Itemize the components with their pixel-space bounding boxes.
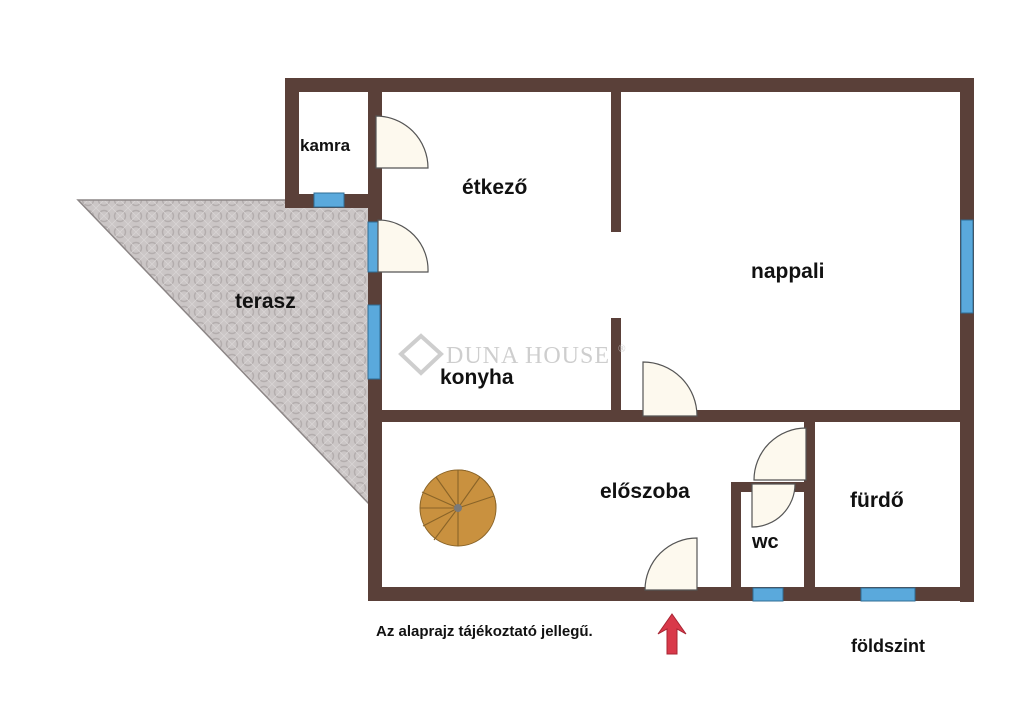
window-kamra — [313, 192, 345, 208]
room-label-etkezo: étkező — [462, 176, 527, 199]
door-entrance — [644, 537, 698, 591]
door-bathroom — [753, 427, 807, 481]
floor-label: földszint — [851, 636, 925, 656]
room-label-terasz: terasz — [235, 290, 296, 313]
door-wc — [751, 483, 796, 528]
room-label-kamra: kamra — [300, 136, 351, 155]
window-bath — [860, 587, 916, 602]
door-living — [642, 361, 698, 417]
door-terrace — [377, 219, 429, 273]
window-living — [960, 219, 974, 314]
spiral-staircase — [419, 469, 497, 547]
room-label-furdo: fürdő — [850, 489, 904, 512]
watermark-mark: ® — [618, 344, 627, 355]
watermark-text: DUNA HOUSE — [446, 343, 610, 369]
room-label-nappali: nappali — [751, 260, 825, 283]
diamond-logo-icon — [398, 333, 444, 376]
window-kitchen — [367, 304, 381, 380]
arrow-up-icon — [657, 613, 687, 655]
terrace-area — [76, 199, 371, 507]
door-kamra — [375, 115, 429, 169]
doors — [375, 115, 807, 591]
watermark: DUNA HOUSE ® — [398, 333, 627, 376]
room-label-konyha: konyha — [440, 366, 514, 389]
windows — [313, 192, 974, 602]
walls — [285, 78, 974, 602]
window-wc — [752, 587, 784, 602]
room-label-wc: wc — [751, 531, 779, 553]
room-label-eloszoba: előszoba — [600, 480, 690, 503]
disclaimer-text: Az alaprajz tájékoztató jellegű. — [376, 623, 593, 640]
